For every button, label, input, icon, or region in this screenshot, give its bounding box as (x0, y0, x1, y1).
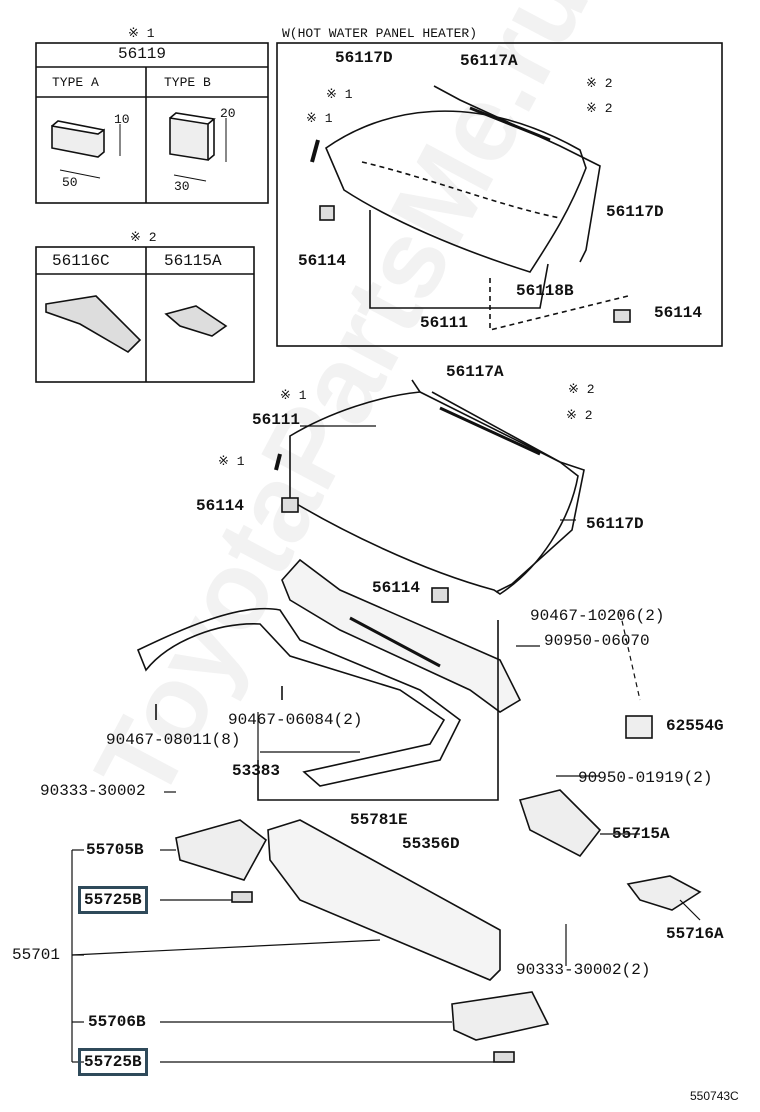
main-90467-08011: 90467-08011(8) (106, 731, 241, 749)
inset-56117A: 56117A (460, 52, 518, 70)
dim-a-width: 50 (62, 175, 78, 190)
box2-left-part: 56116C (52, 252, 110, 270)
type-b-header: TYPE B (164, 75, 211, 90)
main-56114-a: 56114 (196, 497, 245, 515)
inset-56118B: 56118B (516, 282, 574, 300)
inset-56117D-top: 56117D (335, 49, 393, 67)
cowl-and-seal (136, 558, 522, 801)
main-55706B: 55706B (88, 1013, 146, 1031)
main-55701: 55701 (12, 946, 61, 964)
main-56117D: 56117D (586, 515, 644, 533)
main-55725B-b[interactable]: 55725B (78, 1048, 148, 1076)
leader-lines (71, 425, 701, 1063)
main-90467-10206: 90467-10206(2) (530, 607, 665, 625)
main-90333-30002-2: 90333-30002(2) (516, 961, 651, 979)
figure-id: 550743C (690, 1089, 739, 1103)
main-90950-01919: 90950-01919(2) (578, 769, 713, 787)
inset-56117D-right: 56117D (606, 203, 664, 221)
main-55705B: 55705B (86, 841, 144, 859)
inset-note1b: ※ 1 (306, 111, 333, 126)
box2-note: ※ 2 (130, 230, 157, 245)
main-55781E: 55781E (350, 811, 408, 829)
inset-56114-right: 56114 (654, 304, 703, 322)
legend-box-56116C-56115A (35, 246, 255, 383)
main-56114-b: 56114 (372, 579, 421, 597)
inset-hot-water-panel (276, 42, 723, 347)
main-53383: 53383 (232, 762, 281, 780)
dim-b-height: 20 (220, 106, 236, 121)
inset-title: W(HOT WATER PANEL HEATER) (282, 26, 478, 41)
dash-panels (175, 715, 702, 1063)
dim-b-width: 30 (174, 179, 190, 194)
box1-note: ※ 1 (128, 26, 155, 41)
main-56111: 56111 (252, 411, 301, 429)
main-55356D: 55356D (402, 835, 460, 853)
main-55725B-a[interactable]: 55725B (78, 886, 148, 914)
legend-box-56119 (35, 42, 269, 204)
main-note1a: ※ 1 (280, 388, 307, 403)
main-note1b: ※ 1 (218, 454, 245, 469)
dim-a-height: 10 (114, 112, 130, 127)
main-62554G: 62554G (666, 717, 724, 735)
main-note2b: ※ 2 (566, 408, 593, 423)
main-56117A: 56117A (446, 363, 504, 381)
box2-right-part: 56115A (164, 252, 222, 270)
main-90467-06084: 90467-06084(2) (228, 711, 363, 729)
main-90950-06070: 90950-06070 (544, 632, 650, 650)
main-55716A: 55716A (666, 925, 724, 943)
inset-note1a: ※ 1 (326, 87, 353, 102)
type-a-header: TYPE A (52, 75, 99, 90)
inset-note2a: ※ 2 (586, 76, 613, 91)
inset-56111: 56111 (420, 314, 469, 332)
box1-part-number: 56119 (118, 45, 167, 63)
inset-note2b: ※ 2 (586, 101, 613, 116)
main-90333-30002: 90333-30002 (40, 782, 146, 800)
windshield-main (274, 379, 585, 603)
main-note2a: ※ 2 (568, 382, 595, 397)
main-55715A: 55715A (612, 825, 670, 843)
inset-56114-left: 56114 (298, 252, 347, 270)
